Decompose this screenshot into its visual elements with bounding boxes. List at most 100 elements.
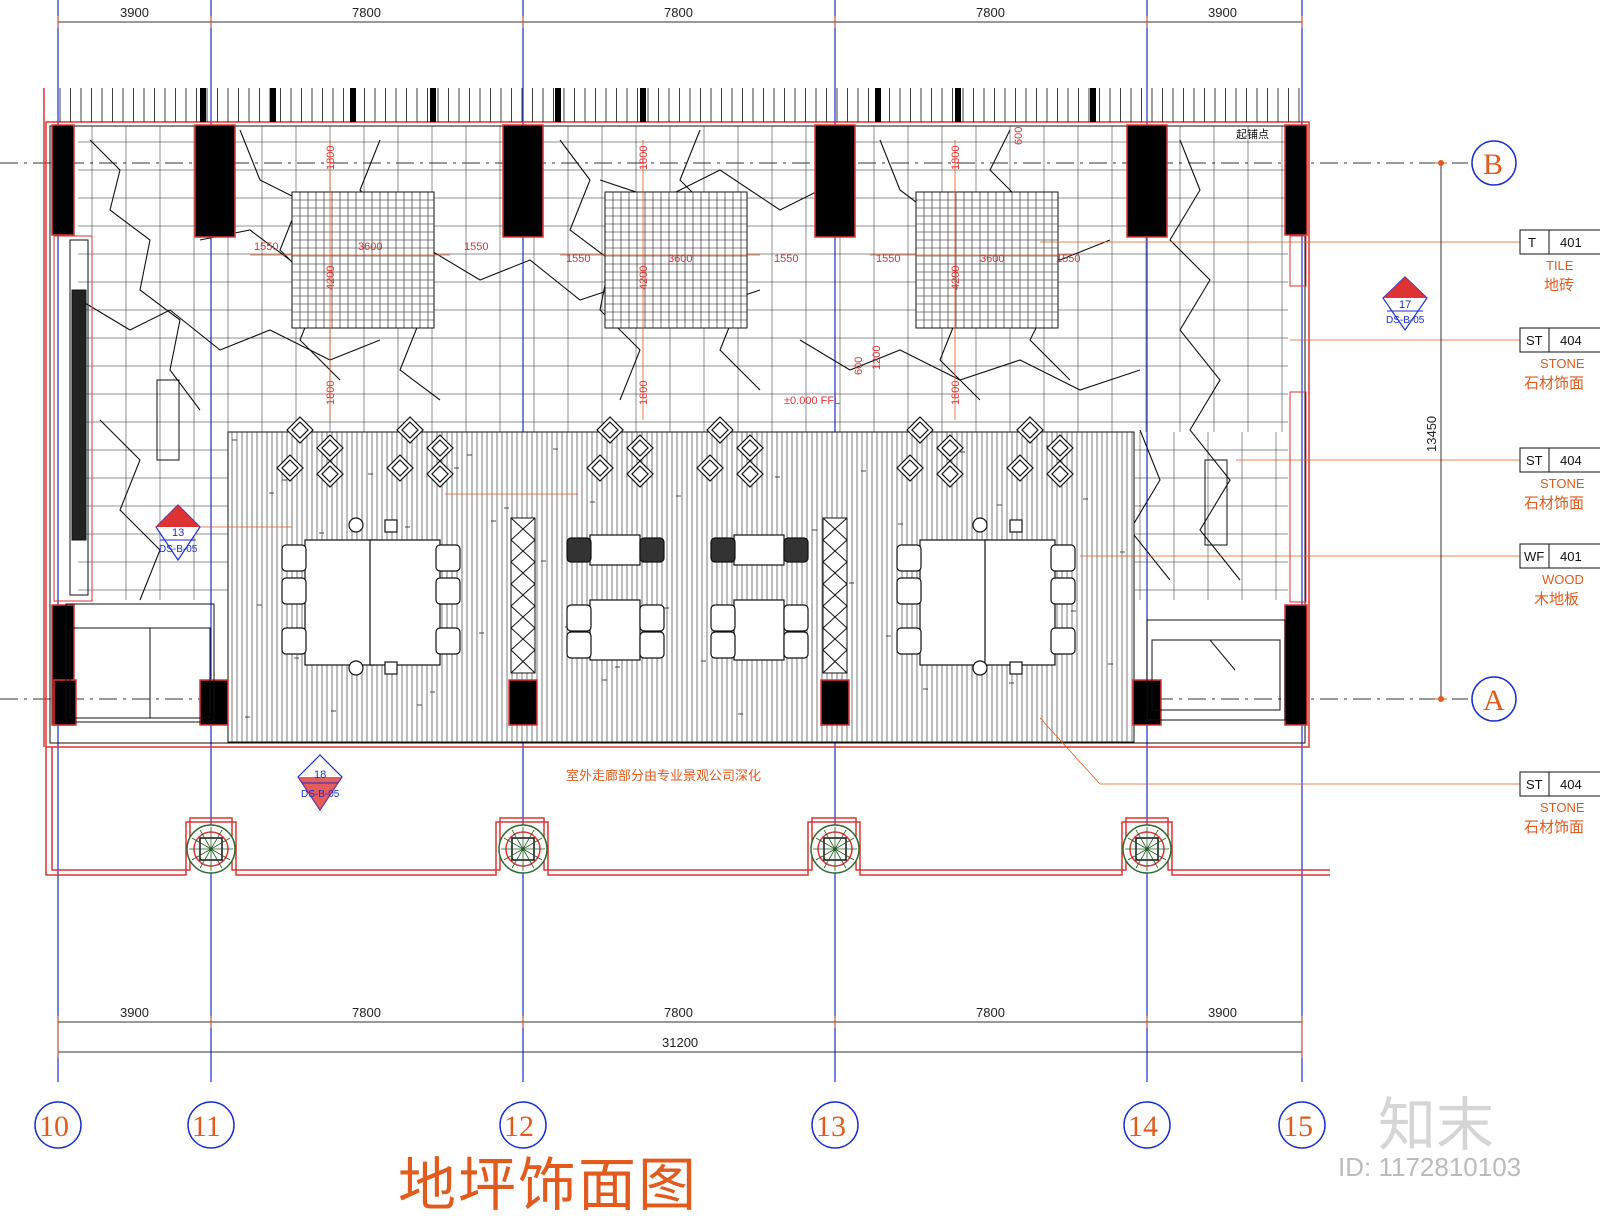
tag-english: STONE — [1540, 356, 1585, 371]
axis-label-A: A — [1483, 684, 1505, 717]
inner-dim-h3c: 1800 — [950, 381, 962, 405]
top-dimension-line — [57, 16, 1303, 28]
dim-total: 31200 — [662, 1035, 698, 1050]
material-tag-wood: WF 401 WOOD 木地板 — [1519, 543, 1600, 608]
axis-bubble-B: B — [1471, 140, 1517, 186]
section-17-sheet: DS-B-05 — [1386, 315, 1425, 326]
section-18-number: 18 — [314, 769, 326, 781]
start-point-label: 起铺点 — [1236, 128, 1269, 141]
inner-dim-h1: 1800 — [325, 146, 337, 170]
axis-label-15: 15 — [1283, 1110, 1313, 1143]
bottom-dimension-lines — [57, 1016, 1303, 1058]
inner-dim-h1b: 1800 — [638, 146, 650, 170]
inner-dim-h5: 1200 — [871, 346, 883, 370]
axis-bubble-15: 15 — [1278, 1101, 1326, 1149]
dim-bottom-1: 3900 — [120, 1005, 149, 1020]
tag-chinese: 石材饰面 — [1524, 818, 1584, 836]
section-13-number: 13 — [172, 527, 184, 539]
tag-code: ST — [1526, 333, 1543, 348]
axis-bubble-13: 13 — [811, 1101, 859, 1149]
tag-chinese: 石材饰面 — [1524, 374, 1584, 392]
dim-top-5: 3900 — [1208, 5, 1237, 20]
section-17-number: 17 — [1399, 299, 1411, 311]
dim-side: 13450 — [1424, 416, 1439, 452]
tag-code: ST — [1526, 777, 1543, 792]
inner-dim-w3c: 1550 — [1056, 253, 1080, 265]
material-tag-stone-2: ST 404 STONE 石材饰面 — [1519, 447, 1600, 512]
drawing-title: 地坪饰面图 — [398, 1151, 699, 1219]
brand-watermark: 知末 — [1378, 1091, 1495, 1159]
axis-label-13: 13 — [816, 1110, 846, 1143]
dim-top-2: 7800 — [352, 5, 381, 20]
tag-chinese: 地砖 — [1544, 276, 1574, 294]
inner-dim-w2c: 3600 — [980, 253, 1004, 265]
axis-label-14: 14 — [1128, 1110, 1158, 1143]
inner-dim-w3b: 1550 — [774, 253, 798, 265]
corridor-note: 室外走廊部分由专业景观公司深化 — [566, 768, 761, 784]
inner-dim-h4b: 600 — [1013, 127, 1025, 145]
image-id-label: ID: 1172810103 — [1338, 1152, 1522, 1182]
tag-chinese: 石材饰面 — [1524, 494, 1584, 512]
inner-dim-h2c: 4200 — [950, 266, 962, 290]
tag-english: STONE — [1540, 800, 1585, 815]
axis-label-10: 10 — [39, 1110, 69, 1143]
material-tag-stone-1: ST 404 STONE 石材饰面 — [1519, 327, 1600, 392]
section-marker-13: 13 DS-B-05 — [155, 504, 201, 562]
dim-bottom-2: 7800 — [352, 1005, 381, 1020]
inner-dim-w3: 1550 — [464, 241, 488, 253]
axis-label-11: 11 — [192, 1110, 221, 1143]
inner-dim-h4: 600 — [853, 357, 865, 375]
furniture-seating — [276, 416, 1076, 676]
tag-code: WF — [1524, 549, 1544, 564]
dim-bottom-5: 3900 — [1208, 1005, 1237, 1020]
tag-number: 404 — [1560, 777, 1582, 792]
inner-dim-h3: 1800 — [325, 381, 337, 405]
axis-bubble-11: 11 — [187, 1101, 235, 1149]
dim-bottom-3: 7800 — [664, 1005, 693, 1020]
inner-dim-h2: 4200 — [325, 266, 337, 290]
tag-number: 404 — [1560, 333, 1582, 348]
axis-bubble-12: 12 — [499, 1101, 547, 1149]
inner-dim-w2b: 3600 — [668, 253, 692, 265]
axis-label-12: 12 — [504, 1110, 534, 1143]
tag-code: ST — [1526, 453, 1543, 468]
tag-code: T — [1528, 235, 1536, 250]
building-outline — [43, 88, 1310, 748]
material-tag-tile: T 401 TILE 地砖 — [1519, 229, 1600, 294]
axis-label-B: B — [1483, 148, 1503, 181]
axis-bubble-14: 14 — [1123, 1101, 1171, 1149]
facade-mullions — [59, 88, 1300, 122]
lattice-screens — [510, 517, 848, 674]
dim-bottom-4: 7800 — [976, 1005, 1005, 1020]
outdoor-corridor — [45, 747, 1330, 876]
section-marker-18: 18 DS-B-05 — [297, 754, 343, 812]
planters — [186, 824, 1172, 874]
inner-dim-w1c: 1550 — [876, 253, 900, 265]
floor-level-label: ±0.000 FFL — [784, 395, 840, 407]
left-cabinet — [53, 235, 1307, 723]
axis-bubble-A: A — [1471, 676, 1517, 722]
dim-top-4: 7800 — [976, 5, 1005, 20]
area-rugs — [291, 191, 1059, 329]
dim-top-3: 7800 — [664, 5, 693, 20]
axis-bubble-10: 10 — [34, 1101, 82, 1149]
tag-number: 401 — [1560, 235, 1582, 250]
section-18-sheet: DS-B-05 — [301, 789, 340, 800]
inner-dim-h3b: 1800 — [638, 381, 650, 405]
material-tag-stone-3: ST 404 STONE 石材饰面 — [1519, 771, 1600, 836]
side-dimension-line — [1435, 160, 1447, 702]
section-13-sheet: DS-B-05 — [159, 544, 198, 555]
structural-columns — [51, 124, 1308, 726]
interior-dimension-marks — [198, 140, 1520, 785]
tag-chinese: 木地板 — [1534, 590, 1579, 608]
inner-dim-w1b: 1550 — [566, 253, 590, 265]
inner-dim-w2: 3600 — [358, 241, 382, 253]
inner-dim-w1: 1550 — [254, 241, 278, 253]
tag-english: WOOD — [1542, 572, 1584, 587]
tag-number: 404 — [1560, 453, 1582, 468]
tag-english: TILE — [1546, 258, 1574, 273]
inner-dim-h2b: 4200 — [638, 266, 650, 290]
section-marker-17: 17 DS-B-05 — [1382, 276, 1428, 332]
tag-english: STONE — [1540, 476, 1585, 491]
